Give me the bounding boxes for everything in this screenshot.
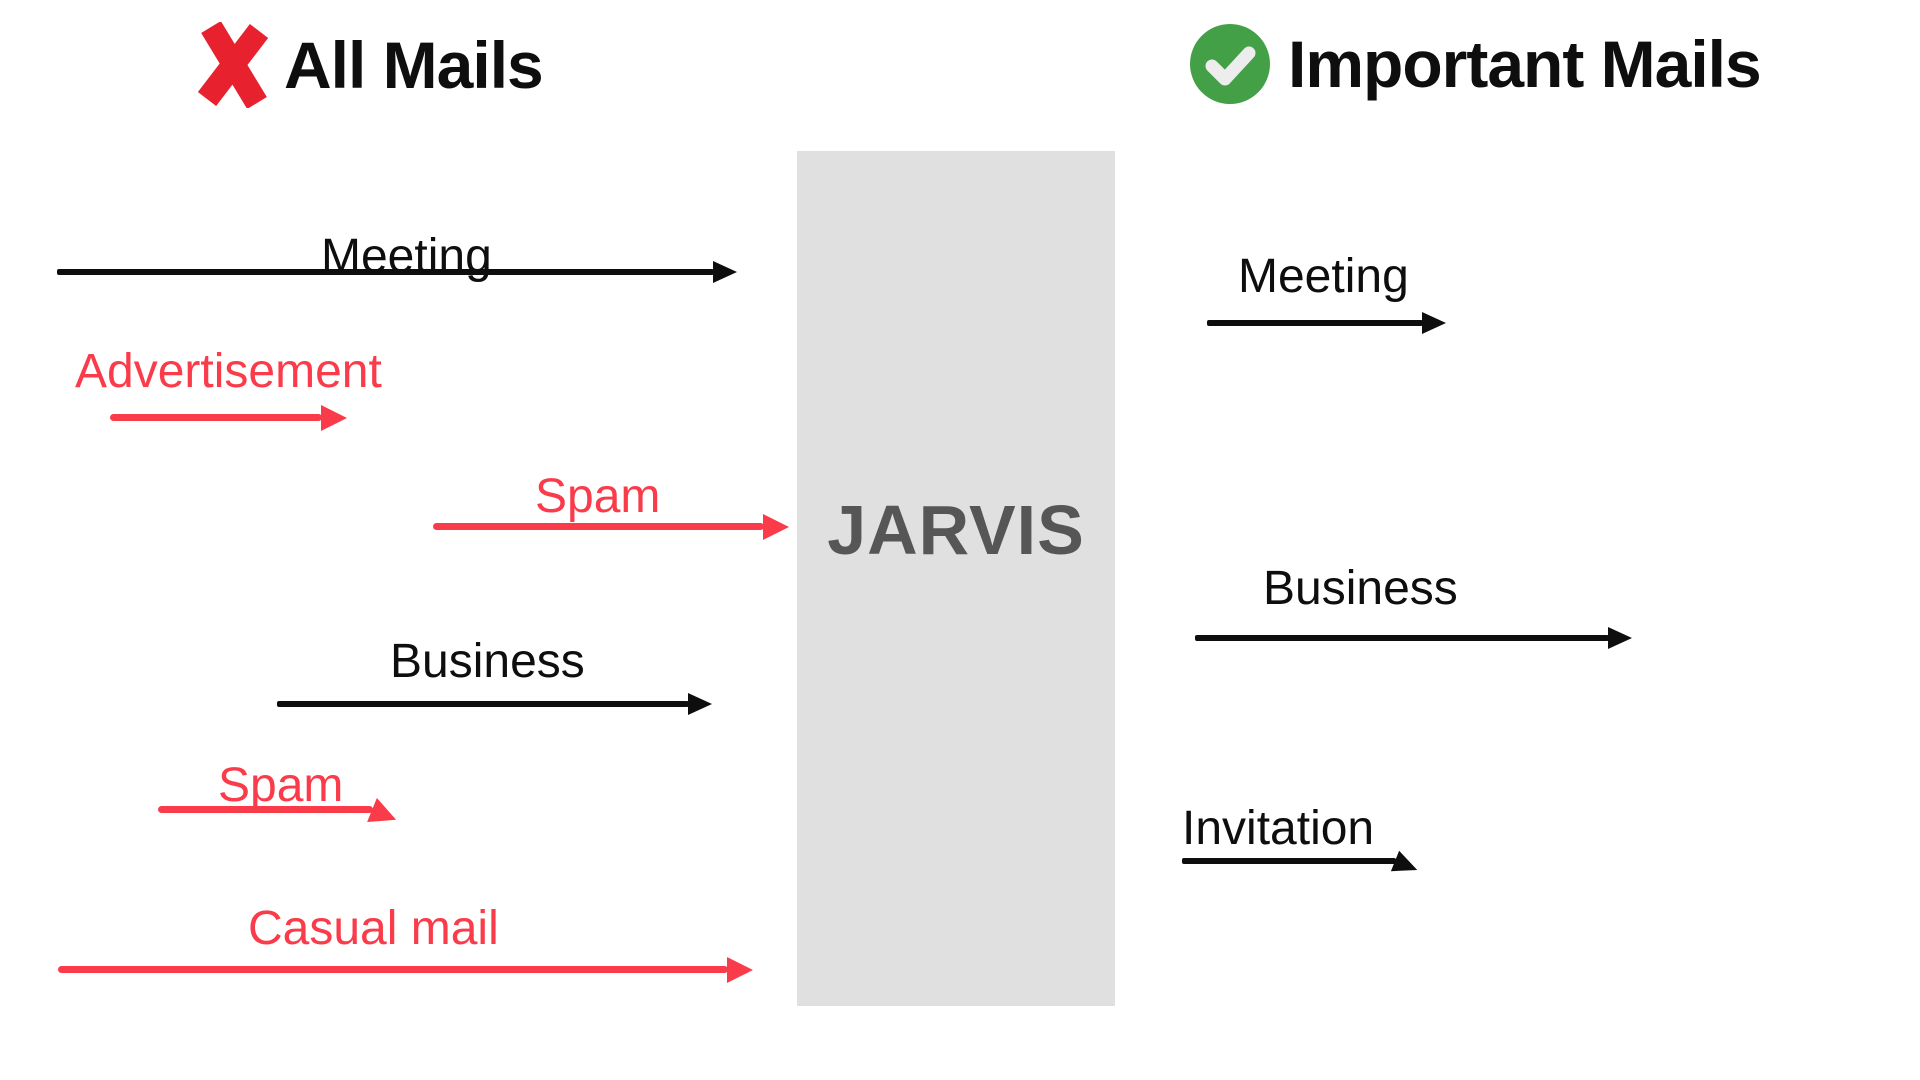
arrow-shaft — [277, 701, 689, 707]
important-mails-title: Important Mails — [1288, 27, 1762, 101]
jarvis-label: JARVIS — [827, 491, 1085, 569]
important-mails-title-group: Important Mails — [1188, 22, 1762, 106]
outgoing-label-meeting: Meeting — [1238, 250, 1409, 303]
arrowhead-icon — [321, 405, 347, 431]
arrow-shaft — [1195, 635, 1609, 641]
incoming-label-advertisement: Advertisement — [75, 345, 382, 398]
incoming-label-spam-2: Spam — [218, 759, 344, 812]
arrowhead-icon — [688, 693, 712, 715]
arrow-shaft — [110, 414, 322, 421]
arrowhead-icon — [713, 261, 737, 283]
arrow-shaft — [158, 806, 373, 813]
arrowhead-icon — [763, 514, 789, 540]
incoming-label-casual-mail: Casual mail — [248, 902, 499, 955]
arrow-shaft — [1182, 858, 1396, 864]
arrow-shaft — [433, 523, 764, 530]
arrowhead-icon — [1422, 312, 1446, 334]
arrow-shaft — [1207, 320, 1423, 326]
arrowhead-icon — [1390, 850, 1422, 881]
all-mails-title-group: All Mails — [198, 22, 544, 108]
arrowhead-icon — [1608, 627, 1632, 649]
outgoing-label-business: Business — [1263, 562, 1458, 615]
arrowhead-icon — [367, 797, 401, 832]
all-mails-title: All Mails — [284, 28, 544, 102]
x-mark-icon — [198, 22, 268, 108]
jarvis-box — [797, 151, 1115, 1006]
outgoing-label-invitation: Invitation — [1182, 802, 1375, 855]
incoming-label-business: Business — [390, 635, 585, 688]
arrowhead-icon — [727, 957, 753, 983]
arrow-shaft — [58, 966, 728, 973]
incoming-label-spam-1: Spam — [535, 470, 661, 523]
check-circle-icon — [1190, 24, 1270, 104]
arrow-shaft — [57, 269, 714, 275]
